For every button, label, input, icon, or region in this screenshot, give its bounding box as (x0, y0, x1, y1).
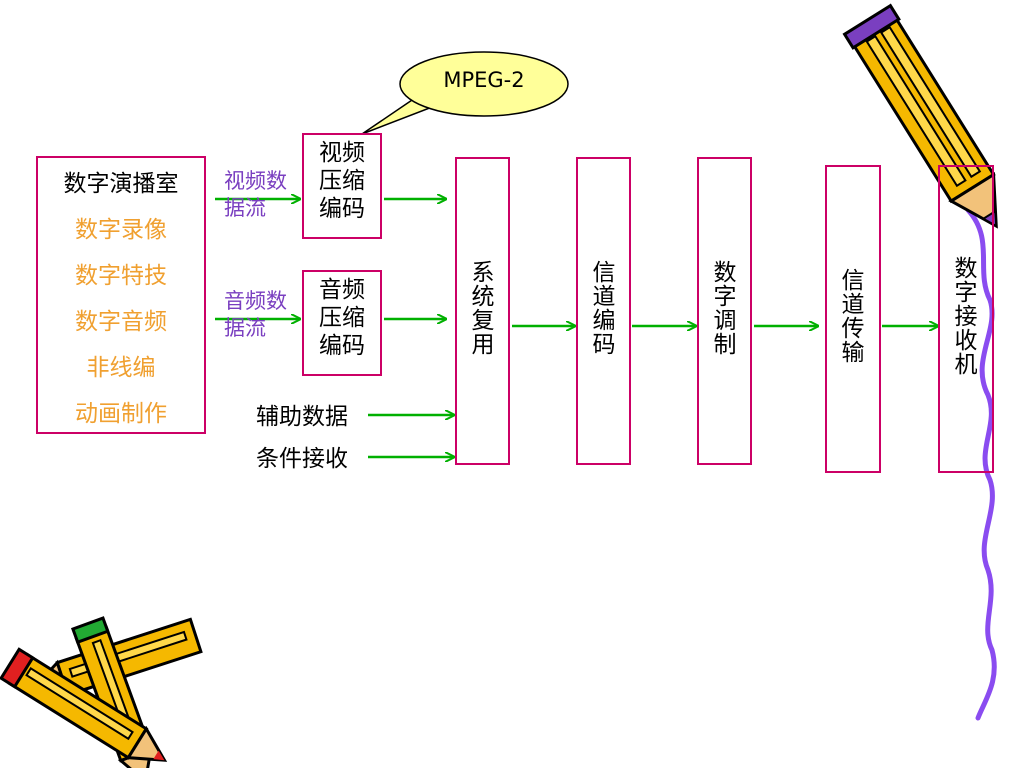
video-stream-label: 视频数据流 (224, 169, 287, 220)
stage-digital-modulation: 数字调制 (697, 157, 752, 465)
stage-channel-transmission: 信道传输 (825, 165, 881, 473)
stage-label: 信道编码 (592, 260, 616, 358)
digital-studio-box: 数字演播室 数字录像 数字特技 数字音频 非线编 动画制作 (36, 156, 206, 434)
video-codec-line: 视频 (319, 140, 365, 166)
mpeg2-callout (361, 51, 569, 135)
aux-data-label: 辅助数据 (256, 404, 348, 430)
studio-item: 非线编 (86, 355, 156, 381)
stage-channel-coding: 信道编码 (576, 157, 631, 465)
stage-label: 数字调制 (713, 260, 737, 358)
crossed-pencils-icon (0, 616, 203, 768)
studio-item: 动画制作 (75, 401, 167, 427)
video-codec-box: 视频 压缩 编码 (302, 133, 382, 239)
video-codec-line: 编码 (319, 196, 365, 222)
audio-codec-line: 压缩 (319, 305, 365, 331)
conditional-access-label: 条件接收 (256, 446, 348, 472)
stage-label: 数字接收机 (954, 256, 978, 378)
audio-codec-line: 编码 (319, 333, 365, 359)
stage-label: 系统复用 (471, 260, 495, 358)
studio-item: 数字录像 (75, 217, 167, 243)
purple-squiggle-decoration (965, 207, 997, 721)
audio-codec-box: 音频 压缩 编码 (302, 270, 382, 376)
stage-system-mux: 系统复用 (455, 157, 510, 465)
callout-label: MPEG-2 (443, 68, 525, 92)
audio-codec-line: 音频 (319, 277, 365, 303)
video-codec-line: 压缩 (319, 168, 365, 194)
studio-item: 数字音频 (75, 309, 167, 335)
stage-digital-receiver: 数字接收机 (938, 165, 994, 473)
studio-title: 数字演播室 (63, 171, 179, 197)
stage-label: 信道传输 (841, 268, 865, 366)
pencil-icon (842, 3, 998, 229)
audio-stream-label: 音频数据流 (224, 289, 287, 340)
studio-item: 数字特技 (75, 263, 167, 289)
